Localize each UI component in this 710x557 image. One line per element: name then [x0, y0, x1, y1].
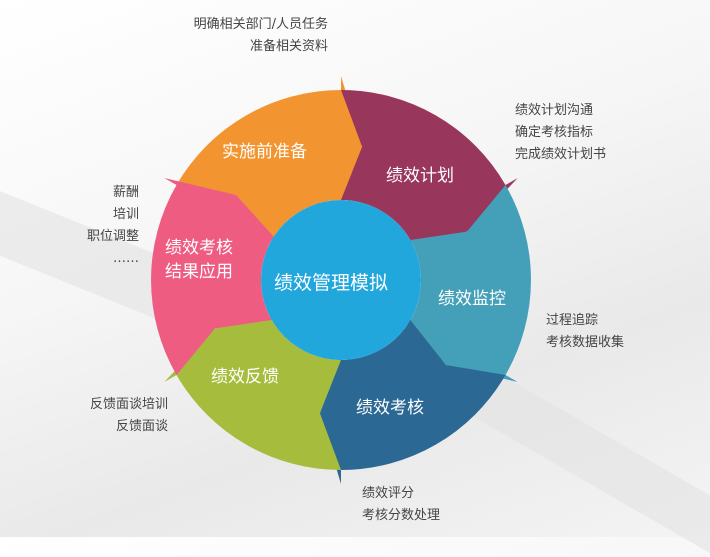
notes-apply: 薪酬 培训 职位调整 ……	[87, 182, 139, 270]
notes-assess: 绩效评分 考核分数处理	[362, 483, 440, 527]
note: 准备相关资料	[249, 39, 328, 54]
segment-label-feedback: 绩效反馈	[211, 367, 279, 387]
center-circle	[261, 200, 421, 360]
cycle-wheel	[151, 76, 531, 484]
note: 明确相关部门/人员任务	[193, 17, 328, 32]
segment-arrow-monitor	[399, 185, 531, 382]
segment-arrow-prep	[176, 76, 363, 240]
center-label: 绩效管理模拟	[274, 272, 389, 294]
notes-prep: 明确相关部门/人员任务 准备相关资料	[194, 14, 328, 58]
note: 确定考核指标	[515, 125, 594, 140]
segment-arrow-feedback	[164, 314, 341, 470]
segment-label-monitor: 绩效监控	[438, 289, 506, 309]
notes-feedback: 反馈面谈培训 反馈面谈	[90, 394, 168, 438]
segment-arrow-apply	[151, 178, 283, 375]
note: 薪酬	[112, 185, 139, 200]
note: 考核数据收集	[546, 335, 625, 350]
note: 职位调整	[86, 229, 139, 244]
segment-arrow-assess	[319, 320, 506, 484]
note: 考核分数处理	[362, 508, 441, 523]
segment-label-plan: 绩效计划	[386, 166, 454, 186]
segment-label-apply-line2: 结果应用	[165, 262, 233, 282]
note: 反馈面谈培训	[89, 397, 168, 412]
note: 培训	[112, 207, 139, 222]
note: 完成绩效计划书	[515, 147, 607, 162]
note: 绩效计划沟通	[515, 103, 594, 118]
segment-label-assess: 绩效考核	[356, 398, 424, 418]
note: 过程追踪	[546, 313, 599, 328]
note: ……	[113, 251, 139, 266]
segment-arrow-plan	[341, 90, 518, 246]
notes-monitor: 过程追踪 考核数据收集	[546, 310, 624, 354]
segment-label-apply: 绩效考核 结果应用	[165, 236, 233, 284]
segment-label-apply-line1: 绩效考核	[165, 238, 233, 258]
note: 反馈面谈	[115, 419, 168, 434]
note: 绩效评分	[362, 486, 415, 501]
segment-label-prep: 实施前准备	[222, 142, 307, 162]
notes-plan: 绩效计划沟通 确定考核指标 完成绩效计划书	[515, 100, 606, 166]
